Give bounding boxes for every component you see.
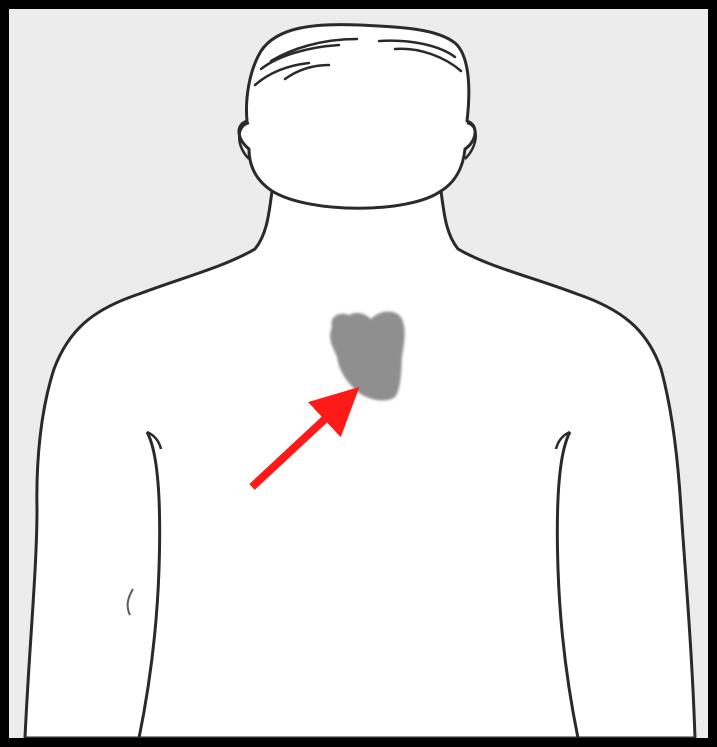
figure-canvas [9, 9, 708, 738]
torso-outline [25, 191, 695, 738]
body-diagram [9, 9, 708, 738]
head-outline [239, 25, 475, 209]
